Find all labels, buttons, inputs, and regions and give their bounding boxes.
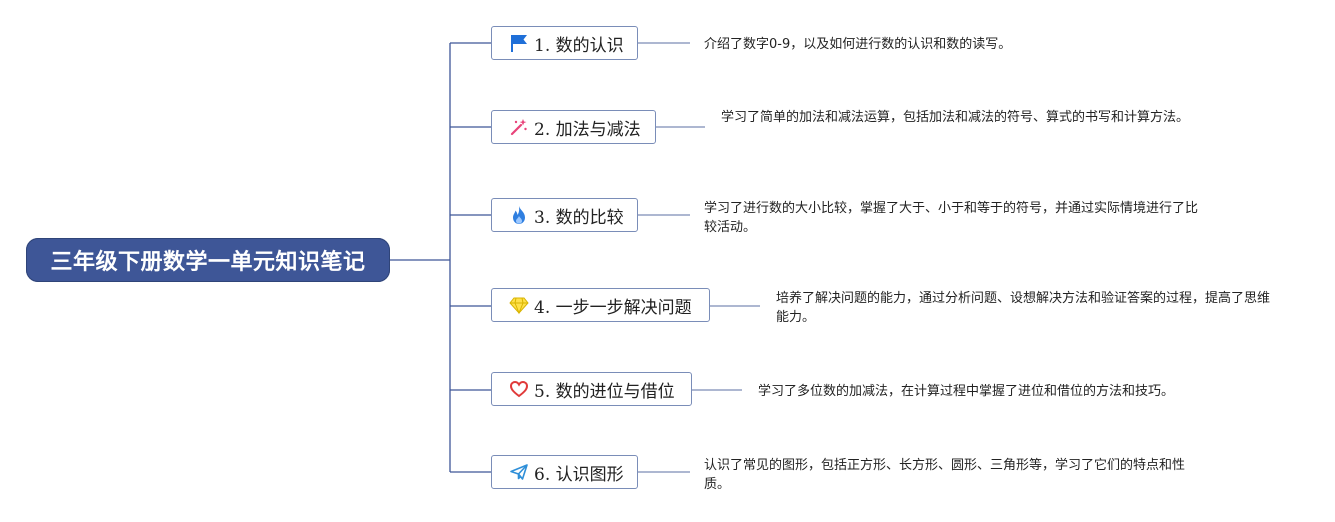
flag-icon [511, 35, 527, 52]
topic-note: 认识了常见的图形，包括正方形、长方形、圆形、三角形等，学习了它们的特点和性质。 [704, 458, 1186, 492]
topic-number-recognition[interactable]: 1. 数的认识 [491, 26, 638, 60]
topic-label: 3. 数的比较 [534, 207, 624, 228]
topic-label: 4. 一步一步解决问题 [534, 297, 692, 318]
magic-wand-icon [510, 119, 527, 136]
diamond-icon [509, 297, 529, 315]
topic-note: 学习了简单的加法和减法运算，包括加法和减法的符号、算式的书写和计算方法。 [721, 110, 1190, 125]
topic-note: 介绍了数字0-9，以及如何进行数的认识和数的读写。 [704, 37, 1012, 52]
topic-step-by-step[interactable]: 4. 一步一步解决问题 [491, 288, 710, 322]
root-title: 三年级下册数学一单元知识笔记 [50, 250, 366, 275]
topic-note: 学习了进行数的大小比较，掌握了大于、小于和等于的符号，并通过实际情境进行了比较活… [704, 201, 1199, 235]
topic-number-comparison[interactable]: 3. 数的比较 [491, 198, 638, 232]
topic-label: 5. 数的进位与借位 [534, 381, 675, 402]
fire-icon [513, 206, 525, 224]
topic-label: 1. 数的认识 [534, 35, 624, 56]
topic-label: 6. 认识图形 [534, 464, 624, 485]
topic-label: 2. 加法与减法 [534, 119, 641, 140]
topic-note: 学习了多位数的加减法，在计算过程中掌握了进位和借位的方法和技巧。 [758, 384, 1175, 399]
paper-plane-icon [510, 464, 528, 480]
topic-note: 培养了解决问题的能力，通过分析问题、设想解决方法和验证答案的过程，提高了思维能力… [776, 291, 1271, 325]
topic-addition-subtraction[interactable]: 2. 加法与减法 [491, 110, 656, 144]
topic-carry-borrow[interactable]: 5. 数的进位与借位 [491, 372, 692, 406]
topic-shapes[interactable]: 6. 认识图形 [491, 455, 638, 489]
root-topic[interactable]: 三年级下册数学一单元知识笔记 [26, 238, 390, 282]
heart-icon [509, 380, 529, 398]
